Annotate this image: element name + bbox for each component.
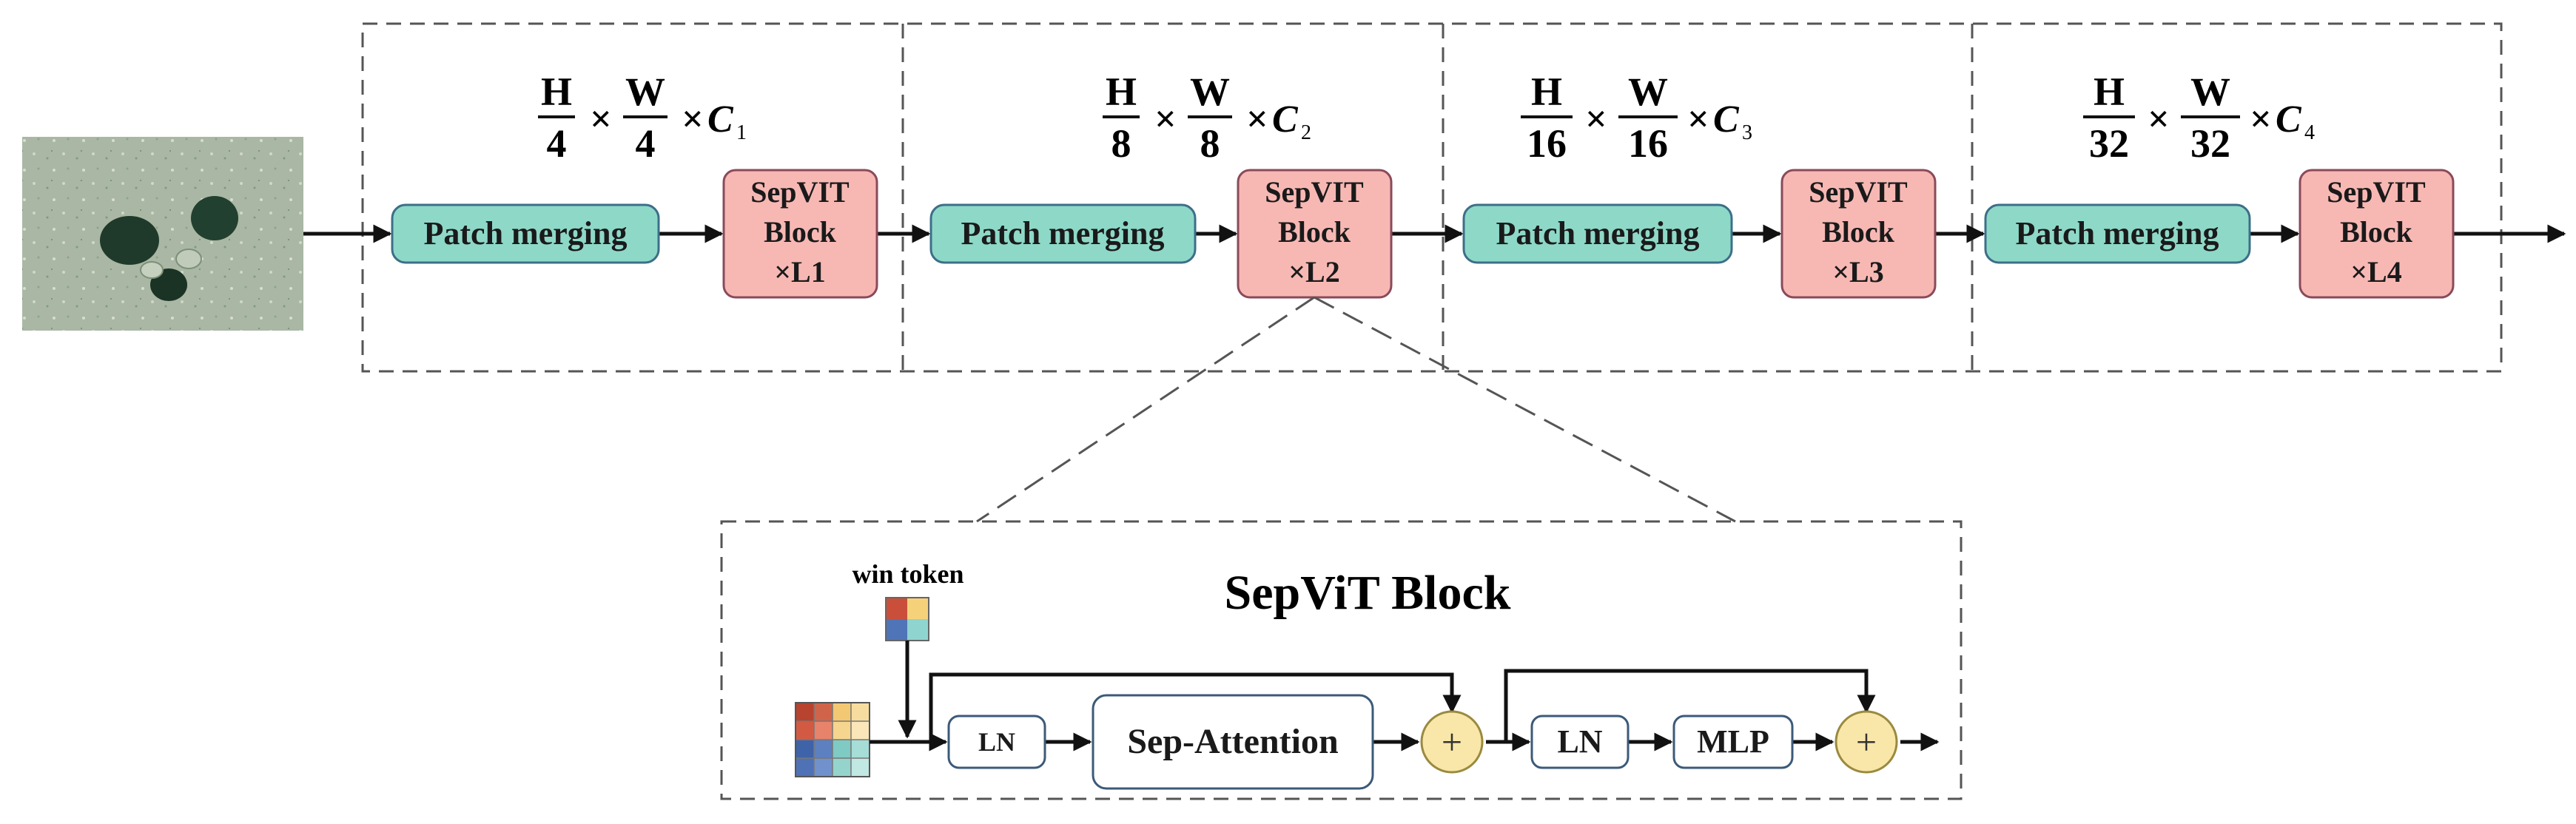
stage-1: H 4 × W 4 × C 1 Patch merging SepVIT Blo… bbox=[391, 70, 878, 299]
ln-box-2: LN bbox=[1530, 715, 1630, 769]
stage-2-c-sub: 2 bbox=[1301, 121, 1311, 144]
svg-text:×L2: ×L2 bbox=[1288, 255, 1339, 288]
stage-1-dims-formula: H 4 × W 4 × C 1 bbox=[538, 70, 747, 166]
token-grid-icon bbox=[795, 702, 870, 777]
svg-text:×L3: ×L3 bbox=[1832, 255, 1883, 288]
stage-3-times-2: × bbox=[1687, 98, 1709, 141]
stage-3-w-den: 16 bbox=[1628, 121, 1668, 166]
stage-2-sepvit-block-box: SepVIT Block ×L2 bbox=[1237, 169, 1393, 299]
svg-text:Patch merging: Patch merging bbox=[961, 215, 1165, 251]
svg-text:×L4: ×L4 bbox=[2350, 255, 2401, 288]
svg-text:Patch merging: Patch merging bbox=[1496, 215, 1700, 251]
stage-4-h-den: 32 bbox=[2089, 121, 2129, 166]
stage-4-dims-formula: H 32 × W 32 × C 4 bbox=[2083, 70, 2315, 166]
stage-4-w-den: 32 bbox=[2190, 121, 2230, 166]
stage-4-h-num: H bbox=[2094, 70, 2125, 114]
stage-1-c: C bbox=[707, 98, 734, 141]
win-token-label: win token bbox=[852, 559, 964, 589]
stage-2-patch-merging-box: Patch merging bbox=[929, 203, 1197, 264]
stage-1-c-sub: 1 bbox=[736, 121, 747, 144]
svg-text:SepVIT: SepVIT bbox=[1809, 175, 1908, 209]
stage-1-h-num: H bbox=[541, 70, 572, 114]
svg-text:Block: Block bbox=[764, 215, 837, 249]
stage-1-times-2: × bbox=[682, 98, 704, 141]
stage-2-dims-formula: H 8 × W 8 × C 2 bbox=[1103, 70, 1311, 166]
stage-3-c: C bbox=[1713, 98, 1740, 141]
stage-2-w-den: 8 bbox=[1200, 121, 1220, 166]
svg-text:Sep-Attention: Sep-Attention bbox=[1127, 722, 1338, 761]
stage-2-h-num: H bbox=[1106, 70, 1137, 114]
svg-text:SepVIT: SepVIT bbox=[2327, 175, 2426, 209]
stage-3-c-sub: 3 bbox=[1742, 121, 1752, 144]
svg-text:×L1: ×L1 bbox=[774, 255, 825, 288]
stage-3-sepvit-block-box: SepVIT Block ×L3 bbox=[1780, 169, 1937, 299]
sep-attention-box: Sep-Attention bbox=[1092, 694, 1374, 790]
svg-text:MLP: MLP bbox=[1697, 723, 1769, 760]
stage-4-c-sub: 4 bbox=[2304, 121, 2315, 144]
stage-4-c: C bbox=[2276, 98, 2302, 141]
residual-add-2: + bbox=[1835, 710, 1898, 774]
zoom-connector-lines bbox=[976, 296, 1736, 523]
stage-2-c: C bbox=[1272, 98, 1299, 141]
detail-panel-frame bbox=[720, 520, 1963, 800]
stage-2-w-num: W bbox=[1190, 70, 1230, 114]
stage-2: H 8 × W 8 × C 2 Patch merging SepVIT Blo… bbox=[929, 70, 1393, 299]
stage-1-h-den: 4 bbox=[547, 121, 567, 166]
svg-text:Block: Block bbox=[2340, 215, 2413, 249]
svg-text:SepVIT: SepVIT bbox=[1265, 175, 1364, 209]
svg-text:LN: LN bbox=[1557, 723, 1602, 760]
stage-frame bbox=[361, 22, 2503, 373]
stage-3-w-num: W bbox=[1628, 70, 1668, 114]
svg-text:Patch merging: Patch merging bbox=[424, 215, 628, 251]
mlp-box: MLP bbox=[1672, 715, 1794, 769]
stage-3-patch-merging-box: Patch merging bbox=[1462, 203, 1733, 264]
input-image bbox=[22, 137, 303, 331]
stage-4-times-1: × bbox=[2148, 98, 2170, 141]
sepvit-block-detail-panel: SepViT Block win token bbox=[720, 520, 1963, 800]
stage-4: H 32 × W 32 × C 4 Patch merging SepVIT B… bbox=[1984, 70, 2455, 299]
stage-4-patch-merging-box: Patch merging bbox=[1984, 203, 2251, 264]
svg-text:+: + bbox=[1442, 721, 1462, 763]
stage-2-h-den: 8 bbox=[1112, 121, 1131, 166]
svg-text:+: + bbox=[1856, 721, 1877, 763]
stage-3-times-1: × bbox=[1585, 98, 1607, 141]
stage-4-sepvit-block-box: SepVIT Block ×L4 bbox=[2298, 169, 2455, 299]
svg-text:Block: Block bbox=[1278, 215, 1351, 249]
ln-box-1: LN bbox=[947, 715, 1046, 769]
stage-2-times-1: × bbox=[1154, 98, 1177, 141]
svg-text:Patch merging: Patch merging bbox=[2016, 215, 2219, 251]
win-token-icon bbox=[885, 597, 929, 641]
stage-4-times-2: × bbox=[2250, 98, 2272, 141]
stage-3-h-den: 16 bbox=[1527, 121, 1567, 166]
stage-2-times-2: × bbox=[1246, 98, 1268, 141]
stage-1-w-den: 4 bbox=[636, 121, 656, 166]
stage-1-times-1: × bbox=[590, 98, 612, 141]
svg-text:Block: Block bbox=[1822, 215, 1895, 249]
stage-4-w-num: W bbox=[2190, 70, 2230, 114]
stage-1-patch-merging-box: Patch merging bbox=[391, 203, 660, 264]
detail-title: SepViT Block bbox=[1225, 566, 1511, 620]
stage-1-sepvit-block-box: SepVIT Block ×L1 bbox=[722, 169, 878, 299]
detail-flow-arrows bbox=[870, 641, 1940, 752]
svg-text:SepVIT: SepVIT bbox=[750, 175, 850, 209]
stage-3: H 16 × W 16 × C 3 Patch merging SepVIT B… bbox=[1462, 70, 1937, 299]
residual-add-1: + bbox=[1420, 710, 1484, 774]
stage-3-dims-formula: H 16 × W 16 × C 3 bbox=[1521, 70, 1752, 166]
stage-3-h-num: H bbox=[1531, 70, 1562, 114]
stage-1-w-num: W bbox=[625, 70, 665, 114]
svg-text:LN: LN bbox=[978, 727, 1015, 757]
